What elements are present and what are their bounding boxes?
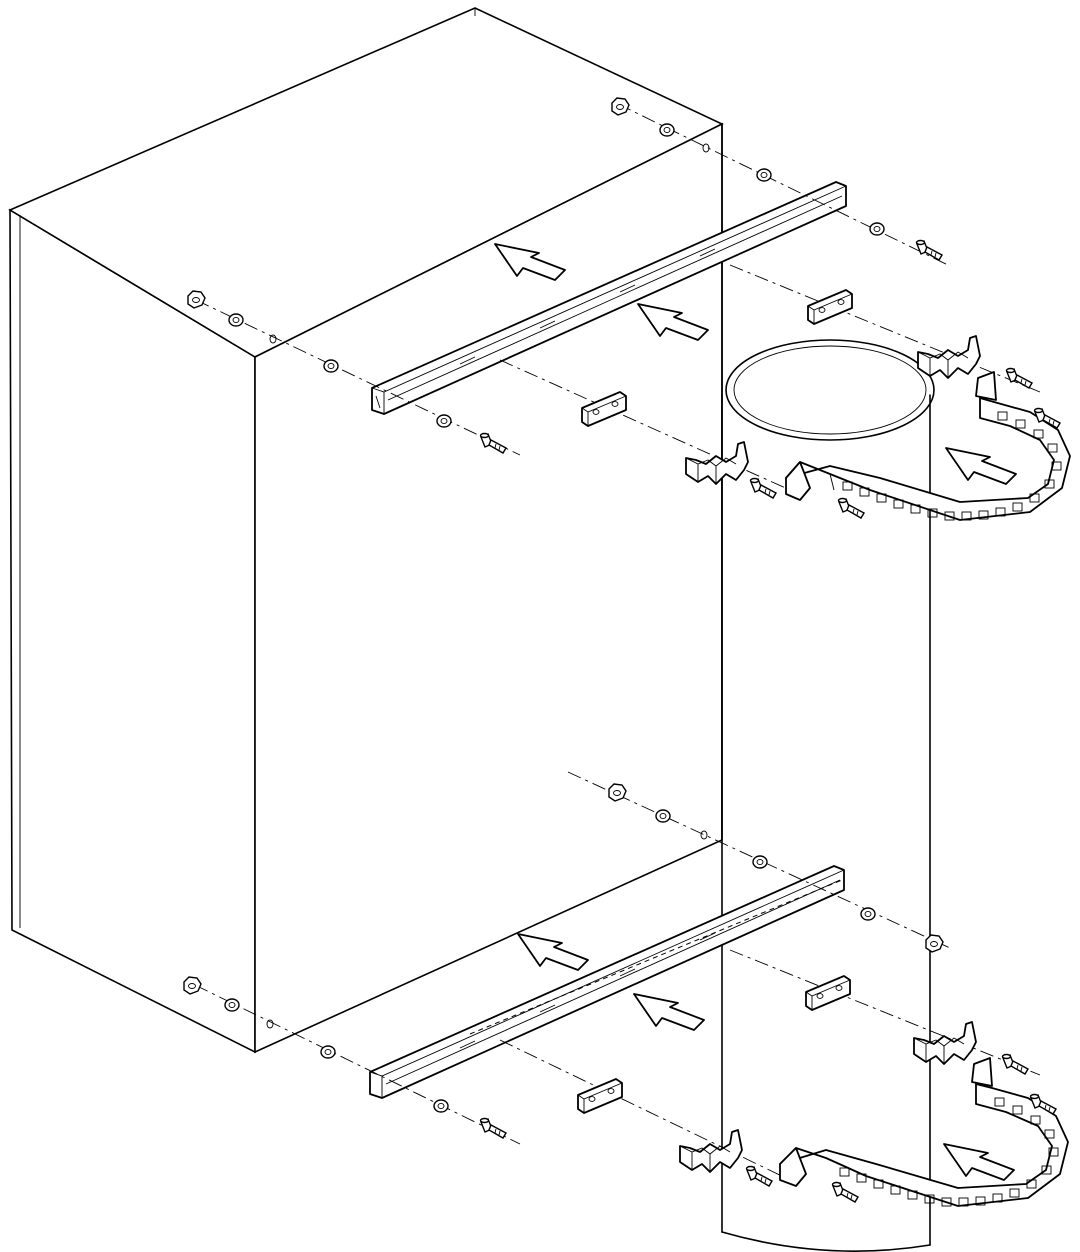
lower-mounting-rail xyxy=(369,865,845,1099)
wall-enclosure xyxy=(8,7,724,1054)
lower-perforated-band-clamp xyxy=(679,1021,1069,1207)
pole-top-opening xyxy=(725,339,935,441)
upper-tooth-clamp-right xyxy=(917,335,981,379)
upper-perforated-band-clamp xyxy=(685,335,1071,521)
direction-arrow-4 xyxy=(517,933,589,971)
lower-tooth-clamp-left xyxy=(679,1129,743,1173)
direction-arrow-6 xyxy=(943,1143,1015,1181)
enclosure-side-face xyxy=(9,208,256,1054)
upper-band-perforations xyxy=(842,411,1062,521)
direction-arrow-3 xyxy=(945,447,1017,485)
upper-mounting-rail xyxy=(371,181,847,415)
lower-band-perforations xyxy=(839,1097,1059,1207)
upper-right-plate xyxy=(807,289,853,325)
lower-left-plate xyxy=(577,1078,623,1114)
direction-arrow-5 xyxy=(633,993,705,1031)
mounting-pole xyxy=(721,123,935,1252)
